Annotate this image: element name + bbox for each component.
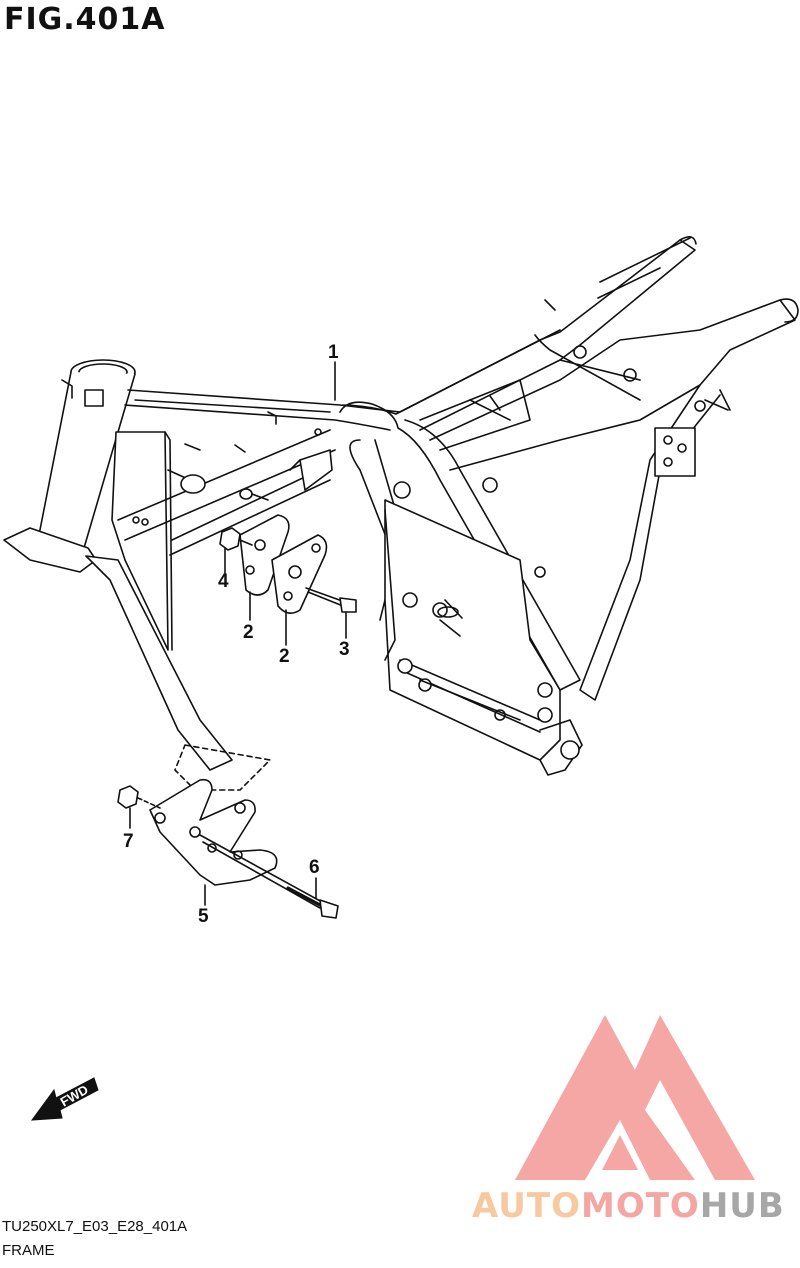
main-top-tube bbox=[124, 329, 561, 431]
watermark-moto: MOTO bbox=[580, 1186, 700, 1226]
watermark-text: AUTOMOTOHUB bbox=[472, 1186, 785, 1226]
figure-name: FRAME bbox=[2, 1242, 55, 1259]
callout-5: 5 bbox=[198, 906, 209, 927]
callout-4: 4 bbox=[218, 571, 229, 592]
callout-2a: 2 bbox=[243, 622, 254, 643]
bolt-6 bbox=[199, 834, 339, 919]
callout-7: 7 bbox=[123, 831, 134, 852]
down-tube bbox=[85, 555, 233, 771]
engine-mount-plate-b bbox=[271, 534, 328, 614]
lower-bracket-5 bbox=[149, 744, 278, 886]
figure-title: FIG.401A bbox=[4, 2, 166, 37]
nut-4 bbox=[219, 527, 253, 551]
callout-1: 1 bbox=[328, 342, 339, 363]
fwd-arrow-icon: FWD bbox=[30, 1077, 99, 1121]
callout-2b: 2 bbox=[279, 646, 290, 667]
nut-7 bbox=[117, 785, 161, 809]
bolt-3 bbox=[305, 587, 357, 613]
callout-3: 3 bbox=[339, 639, 350, 660]
watermark-hub: HUB bbox=[699, 1186, 785, 1226]
figure-code: TU250XL7_E03_E28_401A bbox=[2, 1218, 188, 1235]
head-pipe bbox=[3, 359, 136, 573]
watermark-logo-icon bbox=[515, 1015, 755, 1180]
callout-6: 6 bbox=[309, 857, 320, 878]
watermark-auto: AUTO bbox=[472, 1186, 581, 1226]
